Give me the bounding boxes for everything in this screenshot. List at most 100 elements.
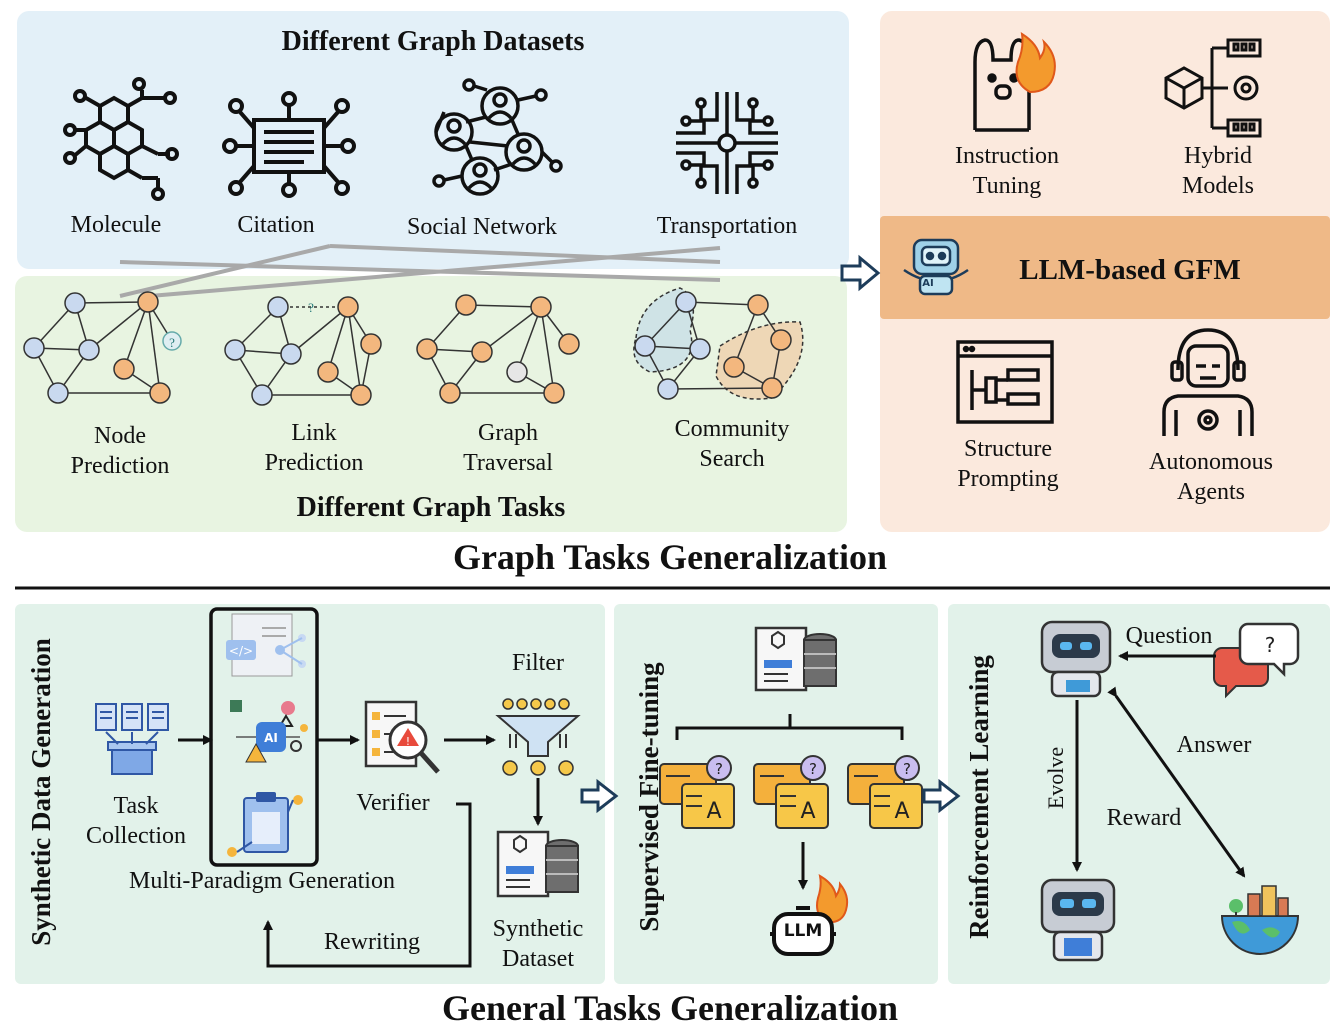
- gfm-label-autonomous-agents: Autonomous Agents: [1126, 447, 1296, 507]
- datasets-panel: [17, 11, 849, 269]
- question-label: Question: [1125, 623, 1213, 649]
- environment-icon: [1220, 885, 1300, 955]
- hybrid-models-icon: [1164, 38, 1262, 138]
- task-label-node-prediction: Node Prediction: [40, 421, 200, 481]
- hollow-arrow-gfm: [840, 254, 881, 292]
- reward-label: Reward: [1106, 805, 1182, 831]
- answer-label: Answer: [1176, 732, 1252, 758]
- graph-traversal-graph: [416, 294, 580, 404]
- verifier-icon: !: [364, 700, 440, 774]
- tasks-title: Different Graph Tasks: [296, 492, 566, 523]
- gfm-line-1: Hybrid: [1184, 143, 1252, 169]
- datasets-title: Different Graph Datasets: [281, 26, 585, 57]
- cross-links: [119, 244, 721, 298]
- question-bubble-icon: ?: [1213, 622, 1300, 699]
- synthetic-dataset-label: Synthetic Dataset: [470, 914, 606, 974]
- svg-text:AI: AI: [264, 731, 278, 745]
- generation-box: [209, 607, 319, 867]
- svg-text:A: A: [706, 799, 721, 824]
- agent-robot-icon: [1040, 620, 1112, 698]
- gfm-line-2: Prompting: [957, 466, 1059, 492]
- molecule-icon: [63, 77, 179, 201]
- tasks-panel: [15, 276, 847, 532]
- sft-title: Supervised Fine-tuning: [634, 662, 664, 932]
- task-collection-label: Task Collection: [66, 791, 206, 851]
- synthetic-dataset-icon: [496, 830, 579, 898]
- task-line-2: Prediction: [264, 450, 364, 476]
- code-document-icon: </>: [226, 613, 306, 677]
- rewriting-loop: [263, 802, 472, 968]
- community-search-graph: [633, 287, 804, 400]
- filter-icon: [495, 698, 581, 776]
- svg-text:?: ?: [903, 760, 911, 778]
- task-label-community-search: Community Search: [642, 414, 822, 474]
- evolve-label: Evolve: [1043, 746, 1068, 810]
- graph-section-title: Graph Tasks Generalization: [452, 537, 888, 577]
- gfm-robot-icon: [903, 238, 969, 296]
- node-prediction-graph: ?: [23, 291, 182, 404]
- sft-dataset-icon: [754, 626, 837, 692]
- svg-text:A: A: [800, 799, 815, 824]
- link-prediction-graph: ?: [224, 296, 382, 406]
- gfm-main-label: LLM-based GFM: [1019, 254, 1241, 286]
- rl-title: Reinforcement Learning: [964, 655, 994, 939]
- svg-text:?: ?: [308, 300, 314, 315]
- evolved-robot-icon: [1040, 878, 1116, 962]
- gfm-line-2: Agents: [1177, 479, 1245, 505]
- structure-prompting-icon: [956, 340, 1054, 424]
- task-line-1: Community: [674, 416, 790, 442]
- qa-icon-3: A ?: [847, 755, 923, 829]
- task-collection-line-1: Task: [113, 793, 159, 819]
- dataset-label-molecule: Molecule: [70, 212, 162, 238]
- rewriting-label: Rewriting: [324, 929, 420, 955]
- multi-paradigm-label: Multi-Paradigm Generation: [129, 868, 395, 894]
- task-line-1: Link: [291, 420, 337, 446]
- qa-icon-2: A ?: [753, 755, 829, 829]
- dataset-label-citation: Citation: [237, 212, 315, 238]
- gfm-line-1: Autonomous: [1148, 449, 1273, 475]
- hollow-arrow-sft: [580, 778, 619, 814]
- synthetic-dataset-line-1: Synthetic: [492, 916, 584, 942]
- gfm-line-1: Structure: [964, 436, 1052, 462]
- svg-text:?: ?: [809, 760, 817, 778]
- citation-icon: [222, 91, 356, 198]
- svg-text:</>: </>: [229, 644, 253, 658]
- synthetic-panel: [15, 604, 605, 984]
- gfm-label-structure-prompting: Structure Prompting: [928, 434, 1088, 494]
- gfm-line-1: Instruction: [955, 143, 1059, 169]
- verifier-label: Verifier: [356, 790, 430, 816]
- task-label-graph-traversal: Graph Traversal: [428, 418, 588, 478]
- autonomous-agents-icon: [1162, 328, 1254, 436]
- synthetic-dataset-line-2: Dataset: [502, 946, 574, 972]
- sft-brace: [675, 714, 904, 740]
- arrow-answer-reward: [1107, 686, 1246, 878]
- dataset-label-social-network: Social Network: [407, 214, 557, 240]
- task-line-2: Traversal: [463, 450, 553, 476]
- transportation-icon: [676, 92, 778, 194]
- dataset-label-transportation: Transportation: [656, 213, 798, 239]
- gfm-line-2: Tuning: [972, 173, 1042, 199]
- filter-label: Filter: [512, 650, 564, 676]
- svg-text:A: A: [894, 799, 909, 824]
- llm-badge: LLM: [783, 921, 823, 941]
- synthetic-title: Synthetic Data Generation: [26, 638, 56, 946]
- qa-icon-1: A ?: [659, 755, 735, 829]
- general-section-title: General Tasks Generalization: [441, 988, 898, 1028]
- fire-icon: [1015, 32, 1056, 94]
- gfm-label-hybrid-models: Hybrid Models: [1138, 141, 1298, 201]
- svg-text:?: ?: [715, 760, 723, 778]
- task-label-link-prediction: Link Prediction: [234, 418, 394, 478]
- task-line-2: Prediction: [70, 453, 170, 479]
- gfm-line-2: Models: [1182, 173, 1254, 199]
- svg-text:?: ?: [1265, 633, 1276, 657]
- task-line-2: Search: [699, 446, 765, 472]
- llm-icon: [770, 874, 849, 956]
- social-network-icon: [432, 78, 563, 196]
- svg-text:?: ?: [169, 335, 175, 350]
- gfm-robot-badge: AI: [922, 278, 934, 289]
- ai-chip-icon: AI: [230, 700, 308, 763]
- task-line-1: Node: [94, 423, 146, 449]
- task-collection-icon: [95, 703, 169, 775]
- svg-text:!: !: [406, 735, 410, 748]
